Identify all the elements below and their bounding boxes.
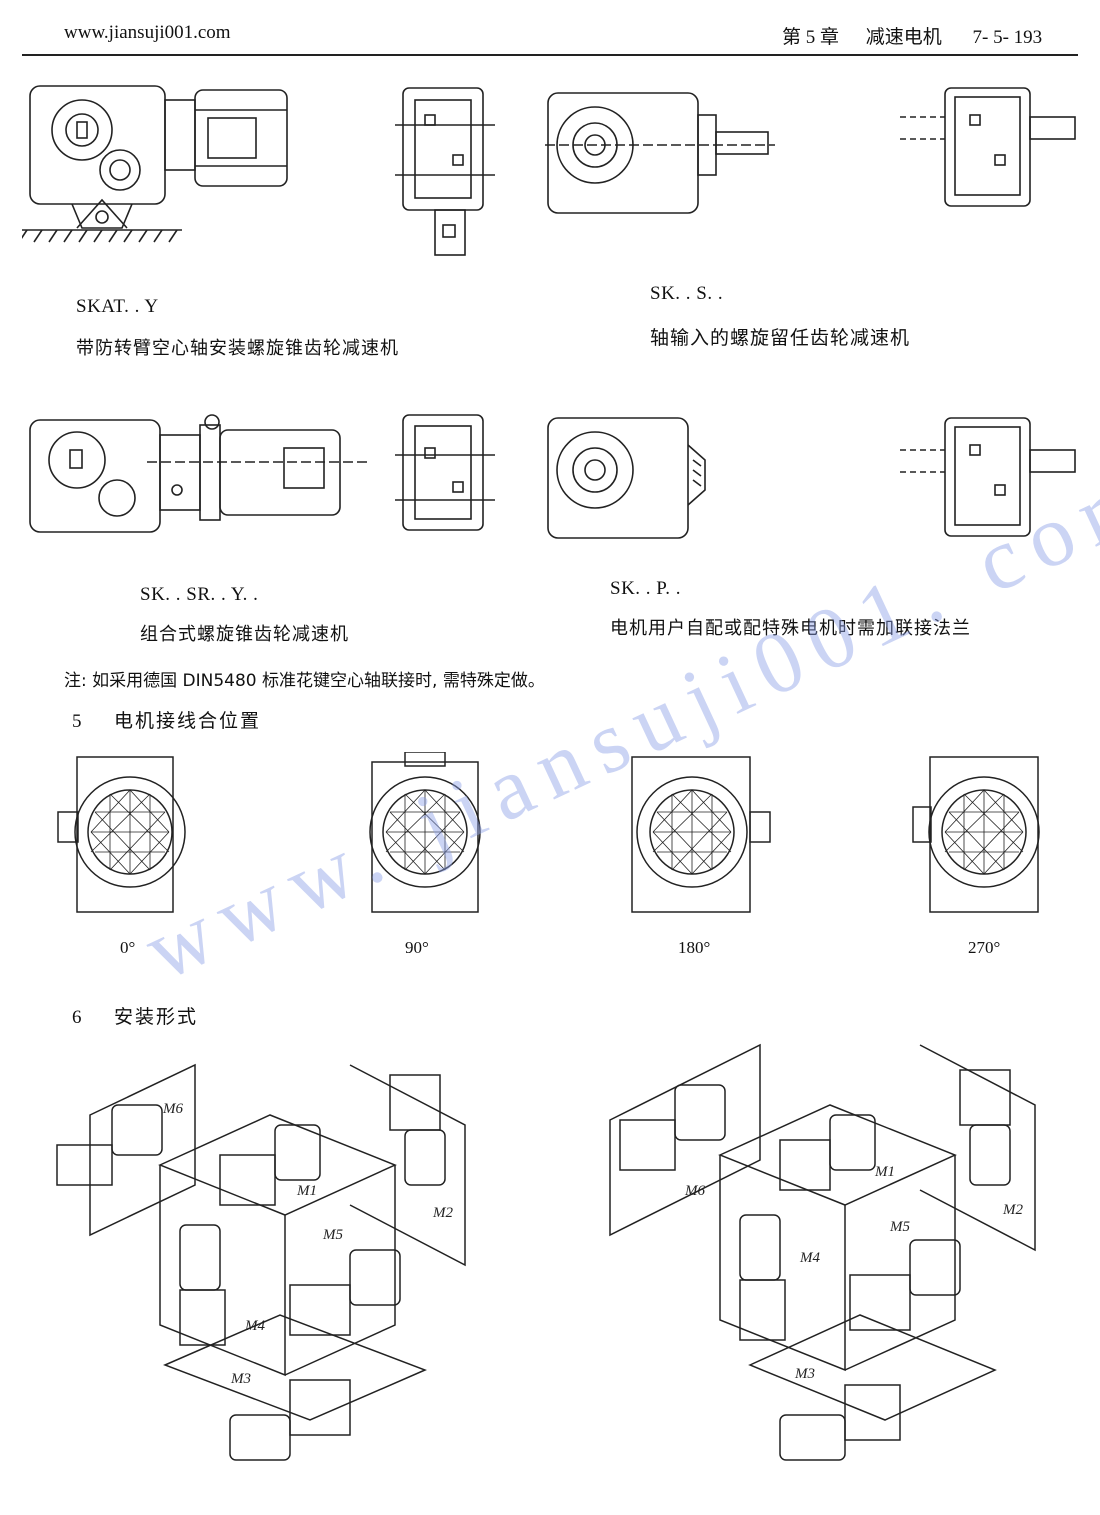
mounting-diagram-right: M6 M1 M2 M5 M4 M3 bbox=[605, 1040, 1075, 1500]
mount-label-m2-left: M2 bbox=[432, 1205, 453, 1221]
angle-label-90: 90° bbox=[405, 938, 429, 957]
header-chapter: 第 5 章 减速电机 7- 5- 193 bbox=[782, 22, 1042, 49]
figure-sks-side bbox=[545, 90, 775, 220]
section-5-title: 电机接线合位置 bbox=[114, 710, 262, 732]
figure-caption-sks: 轴输入的螺旋留任齿轮减速机 bbox=[650, 327, 911, 349]
terminal-box-0 bbox=[55, 752, 205, 922]
mount-label-m1-left: M1 bbox=[296, 1183, 317, 1199]
mounting-diagram-left: M6 M1 M2 M5 M4 M3 bbox=[45, 1035, 515, 1500]
figure-skp-side bbox=[545, 415, 715, 545]
mount-label-m4-right: M4 bbox=[799, 1250, 820, 1266]
mount-label-m6-right: M6 bbox=[684, 1183, 705, 1199]
figure-skat-front bbox=[395, 80, 495, 260]
section-5-number: 5 bbox=[72, 711, 84, 732]
figure-skat-side bbox=[22, 80, 302, 270]
terminal-box-180 bbox=[622, 752, 772, 922]
page-number: 7- 5- 193 bbox=[972, 27, 1043, 48]
angle-label-180: 180° bbox=[678, 938, 711, 957]
mount-label-m5-right: M5 bbox=[889, 1219, 910, 1235]
note-text: 注: 如采用德国 DIN5480 标准花键空心轴联接时, 需特殊定做。 bbox=[64, 671, 545, 691]
figure-sksr-front bbox=[395, 410, 495, 535]
mount-label-m1-right: M1 bbox=[874, 1164, 895, 1180]
mount-label-m6-left: M6 bbox=[162, 1101, 183, 1117]
section-6-heading: 6 安装形式 bbox=[72, 1002, 198, 1029]
angle-label-270: 270° bbox=[968, 938, 1001, 957]
figure-caption-sksr: 组合式螺旋锥齿轮减速机 bbox=[140, 624, 349, 645]
mount-label-m2-right: M2 bbox=[1002, 1202, 1023, 1218]
mount-label-m5-left: M5 bbox=[322, 1227, 343, 1243]
section-6-number: 6 bbox=[72, 1007, 84, 1028]
terminal-box-270 bbox=[910, 752, 1060, 922]
figure-sksr-side bbox=[22, 410, 367, 540]
figure-skp-front bbox=[900, 415, 1080, 540]
header-url: www.jiansuji001.com bbox=[64, 22, 231, 43]
figure-code-skat: SKAT. . Y bbox=[76, 296, 159, 317]
figure-caption-skat: 带防转臂空心轴安装螺旋锥齿轮减速机 bbox=[76, 338, 399, 359]
angle-label-0: 0° bbox=[120, 938, 136, 957]
chapter-number: 第 5 章 bbox=[782, 27, 840, 48]
mount-label-m3-left: M3 bbox=[230, 1371, 251, 1387]
figure-caption-skp: 电机用户自配或配特殊电机时需加联接法兰 bbox=[610, 618, 971, 639]
figure-code-sks: SK. . S. . bbox=[650, 283, 724, 304]
mount-label-m4-left: M4 bbox=[244, 1318, 265, 1334]
chapter-title: 减速电机 bbox=[865, 27, 942, 48]
header-rule bbox=[22, 54, 1078, 56]
section-5-heading: 5 电机接线合位置 bbox=[72, 706, 261, 733]
figure-code-sksr: SK. . SR. . Y. . bbox=[140, 584, 259, 605]
figure-code-skp: SK. . P. . bbox=[610, 578, 681, 599]
section-6-title: 安装形式 bbox=[114, 1006, 199, 1028]
figure-sks-front bbox=[900, 85, 1080, 210]
mount-label-m3-right: M3 bbox=[794, 1366, 815, 1382]
terminal-box-90 bbox=[350, 752, 500, 922]
